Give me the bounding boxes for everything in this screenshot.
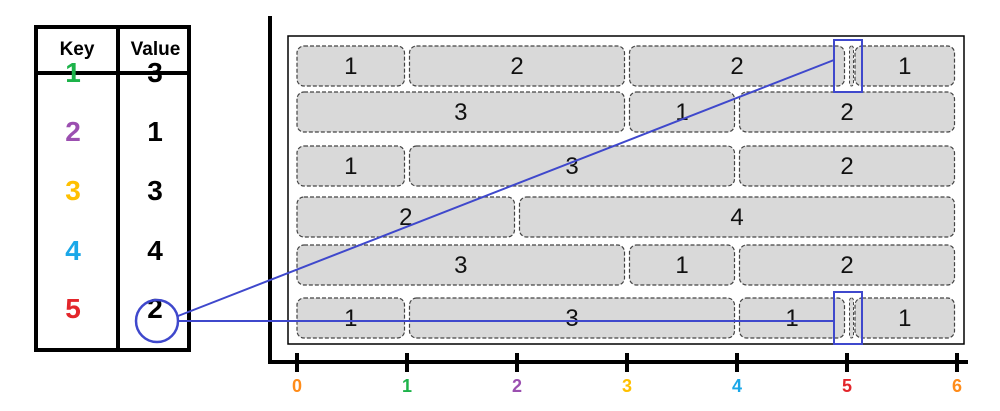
block-sliver-row-6 xyxy=(849,297,854,339)
block-row-4-1 xyxy=(296,196,516,238)
highlight-bottom-row xyxy=(833,291,863,345)
block-label: 1 xyxy=(344,153,357,180)
block-label: 3 xyxy=(454,99,467,126)
block-label: 2 xyxy=(840,99,853,126)
table-header-value: Value xyxy=(130,39,181,60)
block-label: 3 xyxy=(565,153,578,180)
block-label: 1 xyxy=(675,99,688,126)
block-label: 1 xyxy=(785,305,798,332)
axes xyxy=(268,16,968,364)
block-label: 1 xyxy=(675,252,688,279)
block-row-5-1 xyxy=(296,244,626,286)
table-header-key: Key xyxy=(59,39,95,60)
block-label: 1 xyxy=(898,53,911,80)
block-row-1-2 xyxy=(408,45,626,87)
table-key-1: 1 xyxy=(65,57,81,88)
block-label: 2 xyxy=(840,153,853,180)
block-row-5-2 xyxy=(628,244,736,286)
block-row-6-5 xyxy=(854,297,956,339)
table-key-3: 3 xyxy=(65,175,81,206)
block-row-6-1 xyxy=(296,297,406,339)
table-column-divider xyxy=(116,29,120,348)
block-label: 4 xyxy=(730,204,743,231)
block-row-3-3 xyxy=(738,145,956,187)
tick-label-5: 5 xyxy=(842,376,852,396)
block-label: 2 xyxy=(510,53,523,80)
table-key-4: 4 xyxy=(65,235,81,266)
table-value-3: 3 xyxy=(147,175,163,206)
tick-label-3: 3 xyxy=(622,376,632,396)
table-header-divider xyxy=(38,71,187,75)
block-row-3-1 xyxy=(296,145,406,187)
highlights xyxy=(833,39,863,345)
blocks: 1 2 2 1 3 1 2 1 3 2 2 4 3 1 2 1 3 1 1 xyxy=(296,45,956,339)
block-label: 1 xyxy=(344,305,357,332)
tick-label-6: 6 xyxy=(952,376,962,396)
table-value-4: 4 xyxy=(147,235,163,266)
block-sliver-row-1 xyxy=(849,45,854,87)
block-row-1-1 xyxy=(296,45,406,87)
block-row-2-2 xyxy=(628,91,736,133)
block-row-5-3 xyxy=(738,244,956,286)
block-label: 2 xyxy=(730,53,743,80)
axis-ticks: 0 1 2 3 4 5 6 xyxy=(292,353,962,396)
block-row-3-2 xyxy=(408,145,736,187)
tick-label-4: 4 xyxy=(732,376,742,396)
table-key-5: 5 xyxy=(65,293,81,324)
block-label: 3 xyxy=(454,252,467,279)
block-row-6-2 xyxy=(408,297,736,339)
block-row-1-5 xyxy=(854,45,956,87)
block-label: 2 xyxy=(840,252,853,279)
highlight-top-row xyxy=(833,39,863,93)
table-value-2: 1 xyxy=(147,116,163,147)
block-label: 3 xyxy=(565,305,578,332)
tick-label-1: 1 xyxy=(402,376,412,396)
tick-label-0: 0 xyxy=(292,376,302,396)
value-highlight-circle xyxy=(134,298,180,344)
tick-label-2: 2 xyxy=(512,376,522,396)
table-key-2: 2 xyxy=(65,116,81,147)
connector-line-top xyxy=(177,59,835,317)
block-row-4-2 xyxy=(518,196,956,238)
connectors xyxy=(134,59,835,344)
block-label: 1 xyxy=(344,53,357,80)
block-label: 1 xyxy=(898,305,911,332)
block-row-2-1 xyxy=(296,91,626,133)
table-value-1: 3 xyxy=(147,57,163,88)
block-row-2-3 xyxy=(738,91,956,133)
block-label: 2 xyxy=(399,204,412,231)
block-row-6-3 xyxy=(738,297,846,339)
